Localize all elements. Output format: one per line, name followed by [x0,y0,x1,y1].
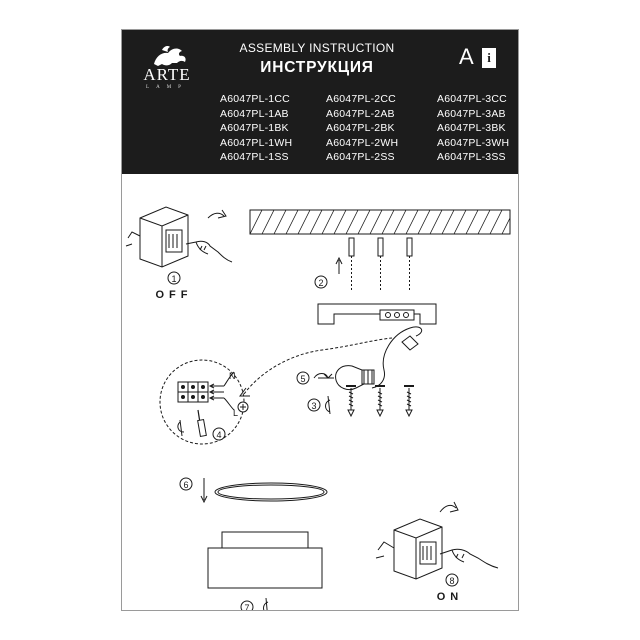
model-code: A6047PL-1AB [220,107,289,120]
model-code: A6047PL-2BK [326,122,395,134]
step-marker [296,371,310,385]
cable [371,326,423,389]
step-marker [314,275,328,289]
off-label: OFF [156,289,193,301]
ring-inner [217,484,325,500]
mounting-bracket [317,303,437,325]
title-english: ASSEMBLY INSTRUCTION [239,41,395,55]
brand-name: ARTE [143,65,191,84]
neutral-label: N [229,371,236,381]
model-code: A6047PL-2WH [326,136,399,149]
switch-box-icon [375,501,459,580]
model-code: A6047PL-2CC [326,93,396,105]
model-code: A6047PL-2AB [326,107,395,120]
title-russian: ИНСТРУКЦИЯ [260,59,374,76]
model-code: A6047PL-3BK [437,122,506,134]
step-marker [445,573,459,587]
rotate-arrow-icon [263,597,269,610]
rotate-arrow-icon [177,419,185,437]
switch-box-icon [125,206,189,268]
arrow-down-icon [200,478,208,504]
instruction-sheet: ARTE LAMP ASSEMBLY INSTRUCTION ИНСТРУКЦИ… [121,29,519,611]
on-label: ON [437,591,464,603]
ring-outer [214,482,328,502]
assembly-diagram: 1 OFF 2 5 [125,206,511,610]
live-label: L [233,408,238,418]
model-column-3: A6047PL-3CC A6047PL-3AB A6047PL-3BK A604… [437,92,509,165]
arrow-icon [239,387,250,397]
bulb-icon [335,365,375,391]
model-column-1: A6047PL-1CC A6047PL-1AB A6047PL-1BK A604… [220,92,292,165]
terminal-block [177,371,235,411]
step-marker [307,398,321,412]
ground-symbol [240,404,246,410]
info-book-icon: i [482,48,496,68]
header: ARTE LAMP ASSEMBLY INSTRUCTION ИНСТРУКЦИ… [122,30,518,174]
screwdriver-icon [197,409,207,437]
lion-logo-icon [154,46,186,66]
lamp-shade [207,531,323,589]
step-marker [167,271,181,285]
model-code: A6047PL-3AB [437,107,506,120]
rotate-arrow-icon [325,395,331,415]
detail-callout-line [243,337,393,395]
step-number: 1 [171,274,176,284]
step-marker [212,427,226,441]
rotate-arrow-icon [313,373,334,379]
model-code: A6047PL-3WH [437,136,510,149]
step-number: 8 [449,576,454,586]
screws [346,385,414,418]
step-number: 6 [183,480,188,490]
model-column-2: A6047PL-2CC A6047PL-2AB A6047PL-2BK A604… [326,92,398,165]
step-number: 7 [244,603,249,610]
model-code: A6047PL-3SS [437,151,506,163]
model-code: A6047PL-1BK [220,122,289,134]
wall-plugs [348,237,413,290]
connector [401,335,419,351]
model-code: A6047PL-1SS [220,151,289,163]
brand-subtitle: LAMP [146,85,188,90]
model-code: A6047PL-1CC [220,93,290,105]
model-code: A6047PL-3CC [437,93,507,105]
step-marker [240,600,254,610]
step-number: 3 [311,401,316,411]
model-code: A6047PL-2SS [326,151,395,163]
model-code: A6047PL-1WH [220,136,293,149]
step-marker [179,477,193,491]
step-number: 2 [318,278,323,288]
arrow-up-icon [335,256,343,274]
language-letter: A [459,44,474,69]
step-number: 5 [300,374,305,384]
hand-icon [185,209,233,263]
step-number: 4 [216,430,221,440]
ceiling [249,209,511,235]
hand-icon [439,548,499,569]
